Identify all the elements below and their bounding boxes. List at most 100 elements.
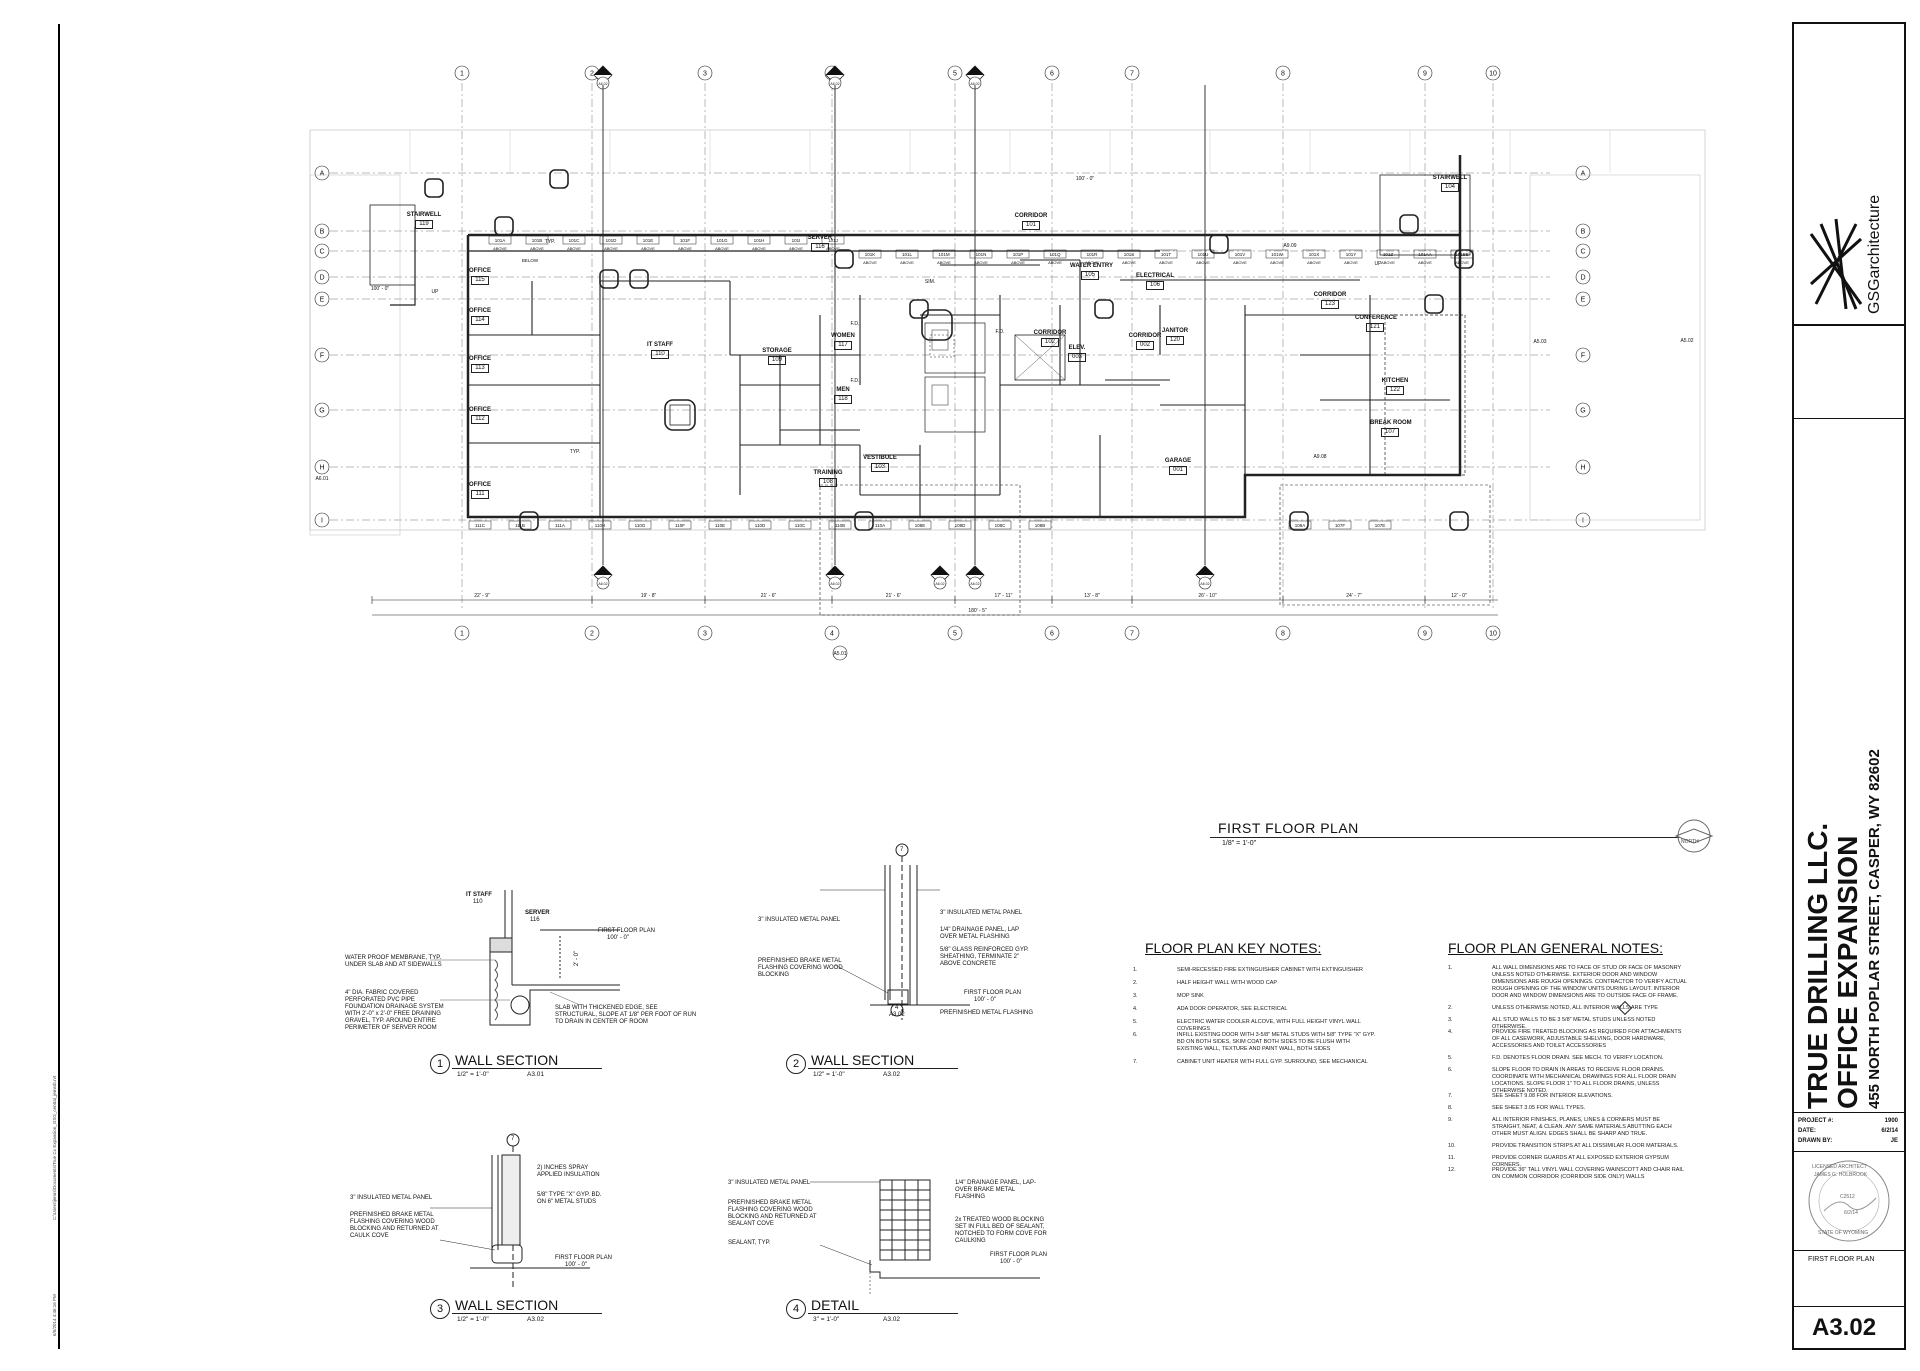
room-number: 116	[811, 243, 829, 252]
section-marker-ref-1: A6.02	[830, 82, 839, 86]
window-tag-box-101S	[1117, 249, 1141, 259]
grid-label-right-A: A	[1581, 171, 1586, 178]
general-notes-title: FLOOR PLAN GENERAL NOTES:	[1448, 940, 1663, 956]
dimension-segment-5: 13' - 8"	[1084, 593, 1100, 599]
grid-bubble-left-F	[314, 347, 330, 363]
general-note-number: 2.	[1448, 1005, 1453, 1011]
window-tag-box-110G	[628, 520, 652, 530]
window-tag-box-110C	[788, 520, 812, 530]
key-note-text: ELECTRIC WATER COOLER ALCOVE, WITH FULL …	[1177, 1019, 1361, 1032]
window-tag-101T: 101T	[1161, 252, 1172, 257]
window-tag-box-101D	[599, 235, 623, 245]
label-up-1: UP	[432, 289, 440, 295]
general-note-text: ALL INTERIOR FINISHES, PLANES, LINES & C…	[1492, 1117, 1672, 1137]
project-address: 455 NORTH POPLAR STREET, CASPER, WY 8260…	[1866, 749, 1883, 1109]
grid-label-bottom-10: 10	[1489, 631, 1497, 638]
window-tag-101S: 101S	[1124, 252, 1135, 257]
grid-label-bottom-2: 2	[590, 631, 594, 638]
grid-bubble-bottom-7	[1124, 625, 1140, 641]
grid-label-top-6: 6	[1050, 71, 1054, 78]
window-tag-above-101X: ABOVE	[1307, 260, 1321, 265]
window-tag-108E: 108E	[915, 523, 926, 528]
grid-bubble-right-A	[1575, 165, 1591, 181]
window-tag-111C: 111C	[475, 523, 486, 528]
room-number: 123	[1320, 300, 1339, 309]
window-tag-above-101D: ABOVE	[604, 246, 618, 251]
label-elev-stair: 100' - 0"	[371, 286, 390, 292]
fixture-wc-2	[931, 384, 949, 406]
general-note-text: ALL WALL DIMENSIONS ARE TO FACE OF STUD …	[1492, 965, 1687, 999]
grid-label-left-G: G	[319, 408, 324, 415]
plan-scale: 1/8" = 1'-0"	[1222, 840, 1257, 847]
section-ref-a503: A5.03	[1533, 339, 1546, 345]
exterior-wall-main	[466, 155, 1462, 519]
label-sim-1: SIM.	[925, 279, 935, 285]
room-name: STAIRWELL	[406, 212, 442, 218]
grid-bubble-left-A	[314, 165, 330, 181]
label-up-2: UP	[1375, 261, 1383, 267]
dimension-segment-1: 19' - 8"	[641, 593, 657, 599]
detail-2-label-panel-left: 3" INSULATED METAL PANEL	[758, 917, 841, 923]
window-tag-101B: 101B	[532, 238, 543, 243]
room-name: WATER ENTRY	[1070, 263, 1113, 269]
project-name-line1: TRUE DRILLING LLC.	[1802, 822, 1833, 1109]
window-tag-above-101N: ABOVE	[974, 260, 988, 265]
title-block-field-label: PROJECT #:	[1798, 1118, 1834, 1124]
detail-3-label-floor: FIRST FLOOR PLAN	[555, 1255, 612, 1261]
room-number: 104	[1440, 183, 1459, 192]
detail-1-title: WALL SECTION	[455, 1052, 559, 1068]
room-number: 120	[1165, 336, 1184, 345]
detail-2-label-grid: 7	[900, 847, 904, 853]
window-tag-box-110E	[708, 520, 732, 530]
window-tag-box-101A	[488, 235, 512, 245]
detail-2-title: WALL SECTION	[811, 1052, 915, 1068]
detail-3-title: WALL SECTION	[455, 1297, 559, 1313]
wall-section-bubble-2	[494, 216, 514, 236]
grid-label-bottom-5: 5	[953, 631, 957, 638]
section-marker-fill-2	[966, 66, 984, 75]
room-number: 101	[1021, 221, 1040, 230]
dimension-segment-0: 22' - 9"	[474, 593, 490, 599]
detail-2-label-flashing: PREFINISHED METAL FLASHING	[940, 1010, 1034, 1016]
detail-2-rule	[808, 1068, 958, 1069]
window-tag-above-101T: ABOVE	[1159, 260, 1173, 265]
window-tag-101D: 101D	[606, 238, 618, 243]
window-tag-box-111C	[468, 520, 492, 530]
room-number: 003	[1067, 353, 1086, 362]
section-marker-fill-0	[594, 66, 612, 75]
section-marker-ref-2: A6.02	[970, 82, 979, 86]
window-tag-101BB: 101BB	[1455, 252, 1469, 257]
dimension-segment-8: 12' - 0"	[1451, 593, 1467, 599]
room-number: 105	[1080, 271, 1099, 280]
window-tag-above-101R: ABOVE	[1085, 260, 1099, 265]
detail-2-number-bubble: 2	[786, 1054, 806, 1074]
grid-bubble-right-H	[1575, 459, 1591, 475]
room-name: CORRIDOR	[1014, 213, 1048, 219]
detail-1-label-floor: FIRST FLOOR PLAN	[598, 928, 655, 934]
detail-4-number-bubble: 4	[786, 1299, 806, 1319]
detail-1-number-bubble: 1	[430, 1054, 450, 1074]
grid-label-top-8: 8	[1281, 71, 1285, 78]
window-tag-101M: 101M	[938, 252, 950, 257]
general-note-number: 10.	[1448, 1143, 1456, 1149]
wall-section-bubble-15	[1399, 214, 1419, 234]
north-arrow-icon	[1674, 819, 1714, 853]
window-tag-box-111B	[508, 520, 532, 530]
detail-2-label-brake: PREFINISHED BRAKE METAL FLASHING COVERIN…	[758, 958, 843, 978]
detail-4-drawing	[810, 1179, 1040, 1295]
detail-3-number-bubble: 3	[430, 1299, 450, 1319]
room-number: 106	[1145, 281, 1164, 290]
general-note-text: SEE SHEET 9.08 FOR INTERIOR ELEVATIONS.	[1492, 1093, 1613, 1099]
north-label: NORTH	[1681, 839, 1699, 845]
window-tag-box-108B	[1028, 520, 1052, 530]
label-below: BELOW	[522, 258, 539, 263]
first-floor-plan-drawing: 1122334455667788991010AABBCCDDEEFFGGHHII…	[309, 65, 1706, 661]
grid-bubble-top-5	[947, 65, 963, 81]
grid-bubble-left-C	[314, 243, 330, 259]
detail-2-label-drain-panel: 1/4" DRAINAGE PANEL, LAP OVER METAL FLAS…	[940, 927, 1019, 940]
key-note-number: 2.	[1133, 980, 1138, 986]
grid-label-right-G: G	[1580, 408, 1585, 415]
room-name: STAIRWELL	[1432, 175, 1468, 181]
